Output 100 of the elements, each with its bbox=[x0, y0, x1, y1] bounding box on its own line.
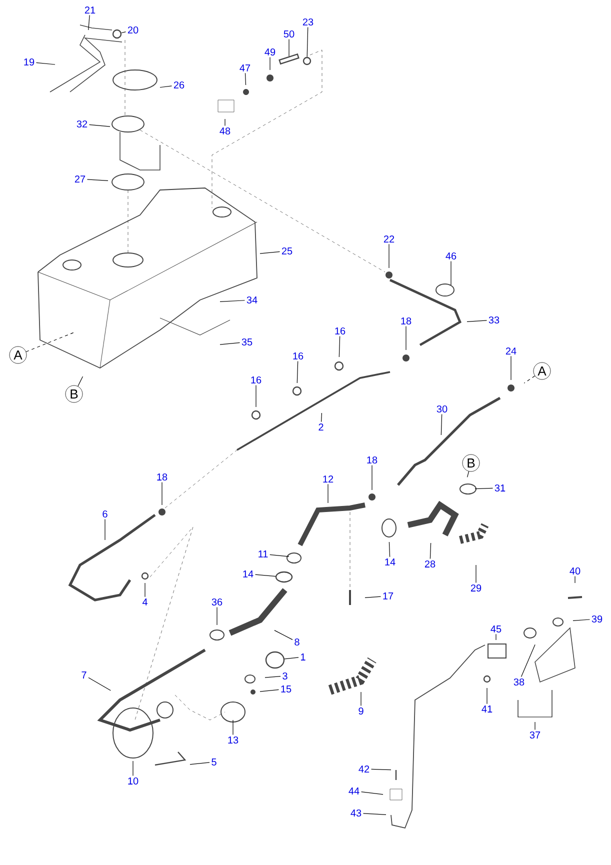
leader-line bbox=[360, 792, 384, 795]
cap-drawing bbox=[265, 651, 285, 669]
leader-line bbox=[534, 722, 536, 730]
callout-number: 42 bbox=[358, 766, 370, 772]
callout-number: 44 bbox=[348, 788, 360, 794]
callout-number: 11 bbox=[258, 550, 268, 558]
leader-line bbox=[360, 692, 362, 706]
leader-line bbox=[144, 582, 146, 598]
callout-number: 29 bbox=[470, 584, 482, 592]
callout-number: 26 bbox=[174, 81, 184, 89]
callout-number: 16 bbox=[293, 352, 304, 360]
leader-line bbox=[260, 689, 280, 692]
leader-line bbox=[254, 574, 276, 577]
callout-number: 3 bbox=[282, 672, 288, 680]
callout-number: 7 bbox=[82, 672, 86, 678]
leader-line bbox=[132, 760, 134, 776]
callout-number: 39 bbox=[592, 615, 602, 623]
callout-number: 45 bbox=[490, 626, 502, 632]
callout-number: 16 bbox=[251, 376, 262, 384]
leader-line bbox=[284, 657, 299, 660]
leader-line bbox=[296, 360, 298, 384]
leader-line bbox=[232, 720, 234, 736]
callout-number: 43 bbox=[350, 809, 362, 817]
callout-number: 1 bbox=[301, 654, 306, 660]
callout-number: 20 bbox=[128, 26, 138, 34]
callout-number: 47 bbox=[240, 64, 250, 72]
callout-number: 18 bbox=[401, 317, 412, 325]
leader-line bbox=[510, 356, 512, 380]
leader-line bbox=[574, 576, 576, 584]
callout-number: 37 bbox=[530, 731, 540, 739]
leader-line bbox=[440, 414, 442, 436]
clamp-drawing bbox=[275, 571, 293, 583]
callout-number: 50 bbox=[284, 30, 294, 38]
leader-line bbox=[36, 62, 56, 65]
leader-line bbox=[220, 342, 240, 345]
leader-line bbox=[190, 762, 210, 765]
callout-number: 16 bbox=[335, 327, 346, 335]
leader-line bbox=[121, 32, 126, 34]
leader-line bbox=[450, 260, 452, 286]
callout-number: 2 bbox=[318, 424, 324, 430]
leader-line bbox=[388, 542, 390, 558]
leader-line bbox=[88, 124, 110, 127]
callout-number: 18 bbox=[367, 456, 378, 464]
callout-number: 24 bbox=[506, 348, 516, 354]
callout-number: 33 bbox=[488, 316, 500, 324]
leader-line bbox=[78, 376, 84, 387]
leader-line bbox=[520, 644, 536, 678]
callout-number: 27 bbox=[74, 176, 86, 182]
leader-line bbox=[364, 596, 382, 598]
callout-number: 8 bbox=[294, 638, 300, 646]
callout-number: 41 bbox=[482, 706, 492, 712]
callout-number: 23 bbox=[302, 18, 314, 26]
leader-line bbox=[88, 14, 90, 30]
leader-line bbox=[260, 251, 280, 254]
leader-line bbox=[388, 244, 390, 268]
callout-number: 31 bbox=[494, 484, 506, 492]
callout-number: 4 bbox=[142, 598, 148, 606]
leader-line bbox=[524, 376, 536, 384]
callout-number: 40 bbox=[570, 567, 580, 575]
callout-number: 28 bbox=[424, 560, 436, 568]
callout-number: 46 bbox=[446, 252, 456, 260]
leader-line bbox=[320, 412, 322, 422]
leader-line bbox=[362, 813, 386, 816]
callout-number: 15 bbox=[281, 686, 292, 692]
callout-number: 14 bbox=[243, 570, 254, 578]
callout-number: 10 bbox=[128, 777, 138, 785]
callout-number: 5 bbox=[212, 758, 216, 766]
leader-line bbox=[486, 688, 488, 704]
leader-line bbox=[288, 38, 290, 57]
leader-line bbox=[338, 336, 340, 358]
callout-number: 14 bbox=[385, 558, 396, 566]
callout-number: 12 bbox=[323, 476, 334, 482]
leader-line bbox=[370, 768, 392, 770]
leader-line bbox=[244, 72, 246, 86]
callout-number: 17 bbox=[383, 592, 394, 600]
callout-number: 49 bbox=[264, 48, 276, 56]
leader-line bbox=[466, 471, 470, 478]
callout-number: 13 bbox=[228, 736, 238, 744]
leader-line bbox=[26, 332, 76, 352]
callout-number: 34 bbox=[246, 296, 258, 304]
callout-number: 36 bbox=[212, 598, 222, 606]
fitting-drawing bbox=[112, 29, 122, 39]
callout-number: 9 bbox=[358, 707, 364, 715]
leader-line bbox=[86, 179, 108, 181]
leader-line bbox=[474, 488, 494, 490]
leader-line bbox=[466, 320, 488, 322]
leader-line bbox=[430, 542, 432, 560]
callout-number: 21 bbox=[84, 6, 96, 14]
callout-number: 30 bbox=[436, 405, 448, 413]
leader-line bbox=[104, 518, 106, 540]
callout-number: 6 bbox=[102, 510, 108, 518]
callout-number: 25 bbox=[282, 247, 292, 255]
leader-line bbox=[270, 554, 290, 557]
leader-line bbox=[224, 118, 226, 126]
leader-line bbox=[88, 677, 111, 691]
callout-number: 35 bbox=[242, 338, 252, 346]
leader-line bbox=[220, 300, 246, 302]
callout-number: 38 bbox=[514, 678, 524, 686]
callout-number: 18 bbox=[157, 473, 168, 481]
callout-number: 32 bbox=[76, 120, 88, 128]
